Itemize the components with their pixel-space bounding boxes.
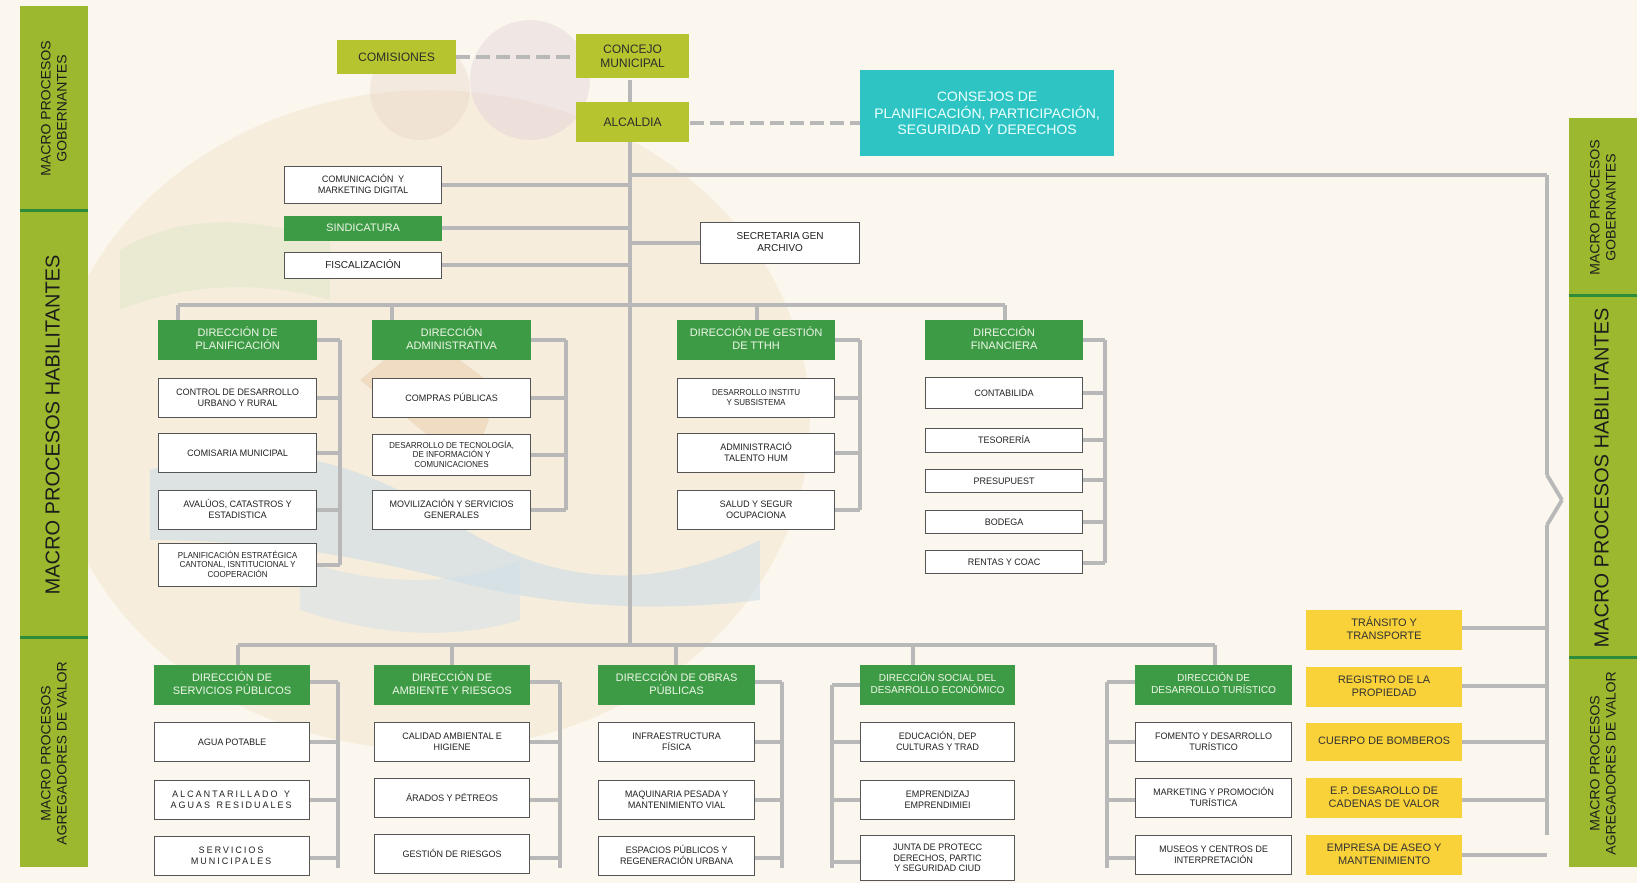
left-band-label-habilitantes: MACRO PROCESOS HABILITANTES <box>42 254 65 595</box>
item-junta-proteccion: JUNTA DE PROTECC DERECHOS, PARTIC Y SEGU… <box>860 835 1015 881</box>
item-tesoreria: TESORERÍA <box>925 428 1083 453</box>
right-band-gobernantes <box>1569 118 1637 296</box>
direction-ambiente-riesgos: DIRECCIÓN DE AMBIENTE Y RIESGOS <box>374 665 530 705</box>
adscrita-desarrollo-cadenas: E.P. DESAROLLO DE CADENAS DE VALOR <box>1306 778 1462 818</box>
item-avaluos: AVALÚOS, CATASTROS Y ESTADISTICA <box>158 490 317 530</box>
item-bodega: BODEGA <box>925 510 1083 534</box>
item-gestion-riesgos: GESTIÓN DE RIESGOS <box>374 834 530 874</box>
left-band-label-agregadores: MACRO PROCESOS AGREGADORES DE VALOR <box>37 661 70 845</box>
fiscalizacion-box: FISCALIZACIÓN <box>284 252 442 279</box>
direction-obras-publicas: DIRECCIÓN DE OBRAS PÚBLICAS <box>598 665 755 705</box>
item-desarrollo-institucional: DESARROLLO INSTITU Y SUBSISTEMA <box>677 378 835 418</box>
item-emprendizaje: EMPRENDIZAJ EMPRENDIMIEI <box>860 780 1015 820</box>
consejos-box: CONSEJOS DE PLANIFICACIÓN, PARTICIPACIÓN… <box>860 70 1114 156</box>
sindicatura-box: SINDICATURA <box>284 216 442 241</box>
item-planificacion-estrategica: PLANIFICACIÓN ESTRATÉGICA CANTONAL, ISNT… <box>158 543 317 587</box>
item-educacion: EDUCACIÓN, DEP CULTURAS Y TRAD <box>860 722 1015 762</box>
secretaria-box: SECRETARIA GEN ARCHIVO <box>700 222 860 264</box>
direction-administrativa: DIRECCIÓN ADMINISTRATIVA <box>372 320 531 360</box>
left-band-separator <box>20 209 88 212</box>
right-band-separator <box>1569 294 1637 297</box>
item-calidad-ambiental: CALIDAD AMBIENTAL E HIGIENE <box>374 722 530 762</box>
comunicacion-box: COMUNICACIÓN Y MARKETING DIGITAL <box>284 166 442 204</box>
right-band-label-agregadores: MACRO PROCESOS AGREGADORES DE VALOR <box>1586 671 1619 855</box>
item-maquinaria: MAQUINARIA PESADA Y MANTENIMIENTO VIAL <box>598 780 755 820</box>
alcaldia-box: ALCALDIA <box>576 102 689 142</box>
item-infraestructura: INFRAESTRUCTURA FÍSICA <box>598 722 755 762</box>
direction-social: DIRECCIÓN SOCIAL DEL DESARROLLO ECONÓMIC… <box>860 665 1015 705</box>
right-band-label-gobernantes: MACRO PROCESOS GOBERNANTES <box>1586 139 1620 275</box>
comisiones-box: COMISIONES <box>337 40 456 74</box>
direction-financiera: DIRECCIÓN FINANCIERA <box>925 320 1083 360</box>
adscrita-bomberos: CUERPO DE BOMBEROS <box>1306 723 1462 761</box>
item-salud-seguridad: SALUD Y SEGUR OCUPACIONA <box>677 490 835 530</box>
item-comisaria: COMISARIA MUNICIPAL <box>158 433 317 473</box>
item-marketing-turistico: MARKETING Y PROMOCIÓN TURÍSTICA <box>1135 778 1292 818</box>
item-alcantarillado: ALCANTARILLADO Y AGUAS RESIDUALES <box>154 780 310 820</box>
right-band-label-habilitantes: MACRO PROCESOS HABILITANTES <box>1591 307 1614 647</box>
item-presupuesto: PRESUPUEST <box>925 469 1083 493</box>
adscrita-transito: TRÁNSITO Y TRANSPORTE <box>1306 610 1462 650</box>
item-agua-potable: AGUA POTABLE <box>154 722 310 762</box>
item-arados-petreos: ÁRADOS Y PÉTREOS <box>374 778 530 818</box>
item-museos: MUSEOS Y CENTROS DE INTERPRETACIÓN <box>1135 835 1292 875</box>
item-espacios-publicos: ESPACIOS PÚBLICOS Y REGENERACIÓN URBANA <box>598 836 755 876</box>
left-band-separator <box>20 636 88 639</box>
item-rentas: RENTAS Y COAC <box>925 550 1083 574</box>
direction-planificacion: DIRECCIÓN DE PLANIFICACIÓN <box>158 320 317 360</box>
left-band-gobernantes <box>20 6 88 211</box>
item-compras-publicas: COMPRAS PÚBLICAS <box>372 378 531 418</box>
item-servicios-municipales: SERVICIOS MUNICIPALES <box>154 836 310 876</box>
item-fomento-turistico: FOMENTO Y DESARROLLO TURÍSTICO <box>1135 722 1292 762</box>
direction-turistico: DIRECCIÓN DE DESARROLLO TURÍSTICO <box>1135 665 1292 705</box>
item-control-desarrollo: CONTROL DE DESARROLLO URBANO Y RURAL <box>158 378 317 418</box>
adscrita-aseo: EMPRESA DE ASEO Y MANTENIMIENTO <box>1306 835 1462 875</box>
item-desarrollo-tecnologia: DESARROLLO DE TECNOLOGÍA, DE INFORMACIÓN… <box>372 434 531 476</box>
adscrita-registro-propiedad: REGISTRO DE LA PROPIEDAD <box>1306 667 1462 707</box>
right-band-habilitantes <box>1569 297 1637 657</box>
direction-tthh: DIRECCIÓN DE GESTIÓN DE TTHH <box>677 320 835 360</box>
item-administracion-talento: ADMINISTRACIÓ TALENTO HUM <box>677 433 835 473</box>
item-contabilidad: CONTABILIDA <box>925 377 1083 409</box>
left-band-label-gobernantes: MACRO PROCESOS GOBERNANTES <box>37 40 71 177</box>
left-band-agregadores <box>20 639 88 867</box>
direction-servicios-publicos: DIRECCIÓN DE SERVICIOS PÚBLICOS <box>154 665 310 705</box>
left-band-habilitantes <box>20 212 88 637</box>
right-band-agregadores <box>1569 659 1637 867</box>
right-band-separator <box>1569 656 1637 659</box>
concejo-municipal-box: CONCEJO MUNICIPAL <box>576 34 689 78</box>
item-movilizacion: MOVILIZACIÓN Y SERVICIOS GENERALES <box>372 490 531 530</box>
